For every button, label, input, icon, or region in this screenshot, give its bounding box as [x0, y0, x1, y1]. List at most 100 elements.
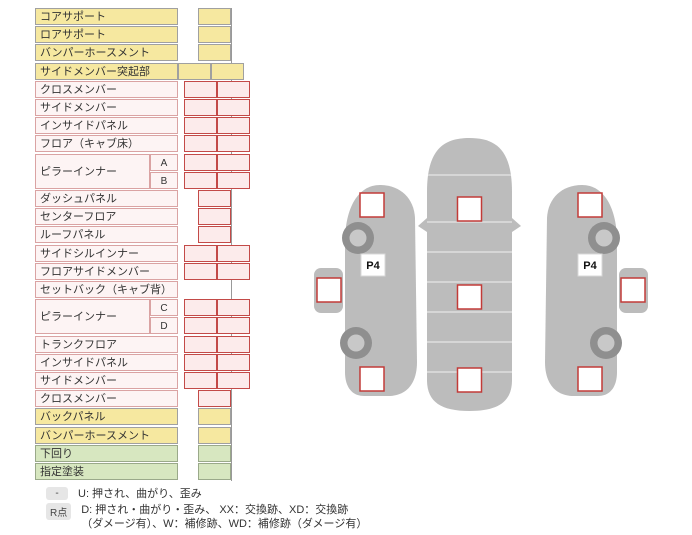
- legend-text-line1: D: 押され・曲がり・歪み、 XX：交換跡、XD：交換跡: [81, 504, 349, 516]
- legend-text-line2: （ダメージ有）、W：補修跡、WD：補修跡（ダメージ有）: [81, 518, 368, 530]
- damage-cell[interactable]: [178, 62, 211, 80]
- part-row: クロスメンバー: [35, 390, 287, 408]
- damage-cell[interactable]: [184, 299, 217, 317]
- part-label: バックパネル: [35, 408, 178, 426]
- damage-cell[interactable]: [217, 335, 250, 353]
- damage-cell[interactable]: [198, 8, 231, 25]
- damage-cell[interactable]: [217, 262, 250, 280]
- legend-text: D: 押され・曲がり・歪み、 XX：交換跡、XD：交換跡 （ダメージ有）、W：補…: [81, 503, 367, 531]
- damage-cell[interactable]: [184, 117, 217, 135]
- legend-text: U: 押され、曲がり、歪み: [78, 488, 202, 500]
- part-row: サイドメンバー: [35, 372, 287, 389]
- part-row: バンパーホースメント: [35, 44, 287, 62]
- part-label: インサイドパネル: [35, 117, 178, 135]
- damage-cell[interactable]: [217, 353, 250, 371]
- damage-cell[interactable]: [198, 390, 231, 408]
- wheel-hub-icon: [595, 229, 613, 247]
- part-label: インサイドパネル: [35, 353, 178, 371]
- wheel-hub-icon: [347, 334, 365, 352]
- damage-cell[interactable]: [184, 317, 217, 335]
- damage-cell[interactable]: [217, 99, 250, 116]
- damage-cell[interactable]: [198, 190, 231, 207]
- damage-cell[interactable]: [198, 408, 231, 426]
- damage-marker[interactable]: [316, 277, 342, 303]
- damage-cell[interactable]: [198, 226, 231, 244]
- damage-cell[interactable]: [184, 372, 217, 389]
- damage-cell[interactable]: [184, 153, 217, 171]
- part-label: ピラーインナー: [35, 153, 150, 189]
- damage-cell[interactable]: [184, 171, 217, 189]
- damage-marker[interactable]: [577, 366, 603, 392]
- damage-cell[interactable]: [184, 244, 217, 262]
- damage-cell[interactable]: [198, 426, 231, 444]
- pillar-sub-label: B: [150, 171, 178, 189]
- damage-marker[interactable]: [456, 196, 483, 222]
- part-label: トランクフロア: [35, 335, 178, 353]
- part-row: フロア（キャブ床）: [35, 135, 287, 153]
- part-label: サイドメンバー: [35, 99, 178, 116]
- part-label: フロア（キャブ床）: [35, 135, 178, 153]
- damage-cell[interactable]: [198, 444, 231, 462]
- damage-marker[interactable]: [620, 277, 646, 303]
- legend: - U: 押され、曲がり、歪み R点 D: 押され・曲がり・歪み、 XX：交換跡…: [46, 487, 367, 533]
- damage-cell[interactable]: [217, 135, 250, 153]
- car-diagram: P4 P4: [314, 138, 648, 411]
- p4-badge-right: [577, 253, 603, 277]
- p4-label-left: P4: [366, 260, 380, 272]
- part-row: ダッシュパネル: [35, 190, 287, 207]
- damage-cell[interactable]: [217, 117, 250, 135]
- wheel-hub-icon: [349, 229, 367, 247]
- damage-cell[interactable]: [184, 135, 217, 153]
- damage-cell[interactable]: [184, 335, 217, 353]
- part-label: ロアサポート: [35, 26, 178, 44]
- part-row: トランクフロア: [35, 335, 287, 353]
- part-label: サイドメンバー突起部: [35, 62, 178, 80]
- p4-badge-left: [360, 253, 386, 277]
- p4-label-right: P4: [583, 260, 597, 272]
- left-door-piece: [314, 268, 343, 313]
- part-row: サイドメンバー: [35, 99, 287, 116]
- damage-marker[interactable]: [456, 284, 483, 310]
- damage-cell[interactable]: [198, 208, 231, 226]
- part-row: ロアサポート: [35, 26, 287, 44]
- damage-cell[interactable]: [184, 80, 217, 98]
- parts-table: コアサポートロアサポートバンパーホースメントサイドメンバー突起部クロスメンバーサ…: [35, 8, 287, 490]
- damage-cell[interactable]: [184, 353, 217, 371]
- damage-cell[interactable]: [198, 463, 231, 480]
- damage-cell[interactable]: [198, 44, 231, 62]
- part-label: クロスメンバー: [35, 390, 178, 408]
- legend-row: - U: 押され、曲がり、歪み: [46, 487, 367, 501]
- damage-cell[interactable]: [217, 153, 250, 171]
- damage-marker[interactable]: [456, 367, 483, 393]
- pillar-sub-label: D: [150, 317, 178, 335]
- damage-cell[interactable]: [217, 171, 250, 189]
- part-row: セットバック（キャブ背）: [35, 281, 287, 298]
- damage-cell[interactable]: [217, 80, 250, 98]
- part-row: インサイドパネル: [35, 117, 287, 135]
- damage-cell[interactable]: [217, 299, 250, 317]
- damage-cell[interactable]: [217, 244, 250, 262]
- wheel-hub-icon: [597, 334, 615, 352]
- grid-divider-line: [231, 8, 232, 481]
- damage-cell[interactable]: [184, 99, 217, 116]
- part-label: ダッシュパネル: [35, 190, 178, 207]
- part-label: クロスメンバー: [35, 80, 178, 98]
- part-label: セットバック（キャブ背）: [35, 281, 178, 298]
- part-row: サイドシルインナー: [35, 244, 287, 262]
- damage-marker[interactable]: [577, 192, 603, 218]
- part-label: センターフロア: [35, 208, 178, 226]
- part-row: コアサポート: [35, 8, 287, 25]
- damage-cell[interactable]: [184, 262, 217, 280]
- part-row: 指定塗装: [35, 463, 287, 480]
- part-row: センターフロア: [35, 208, 287, 226]
- damage-marker[interactable]: [359, 192, 385, 218]
- damage-cell[interactable]: [217, 372, 250, 389]
- right-door-piece: [619, 268, 648, 313]
- damage-cell[interactable]: [217, 317, 250, 335]
- damage-cell[interactable]: [211, 62, 244, 80]
- damage-cell[interactable]: [198, 26, 231, 44]
- part-row: バックパネル: [35, 408, 287, 426]
- left-mirror-icon: [418, 218, 427, 232]
- damage-marker[interactable]: [359, 366, 385, 392]
